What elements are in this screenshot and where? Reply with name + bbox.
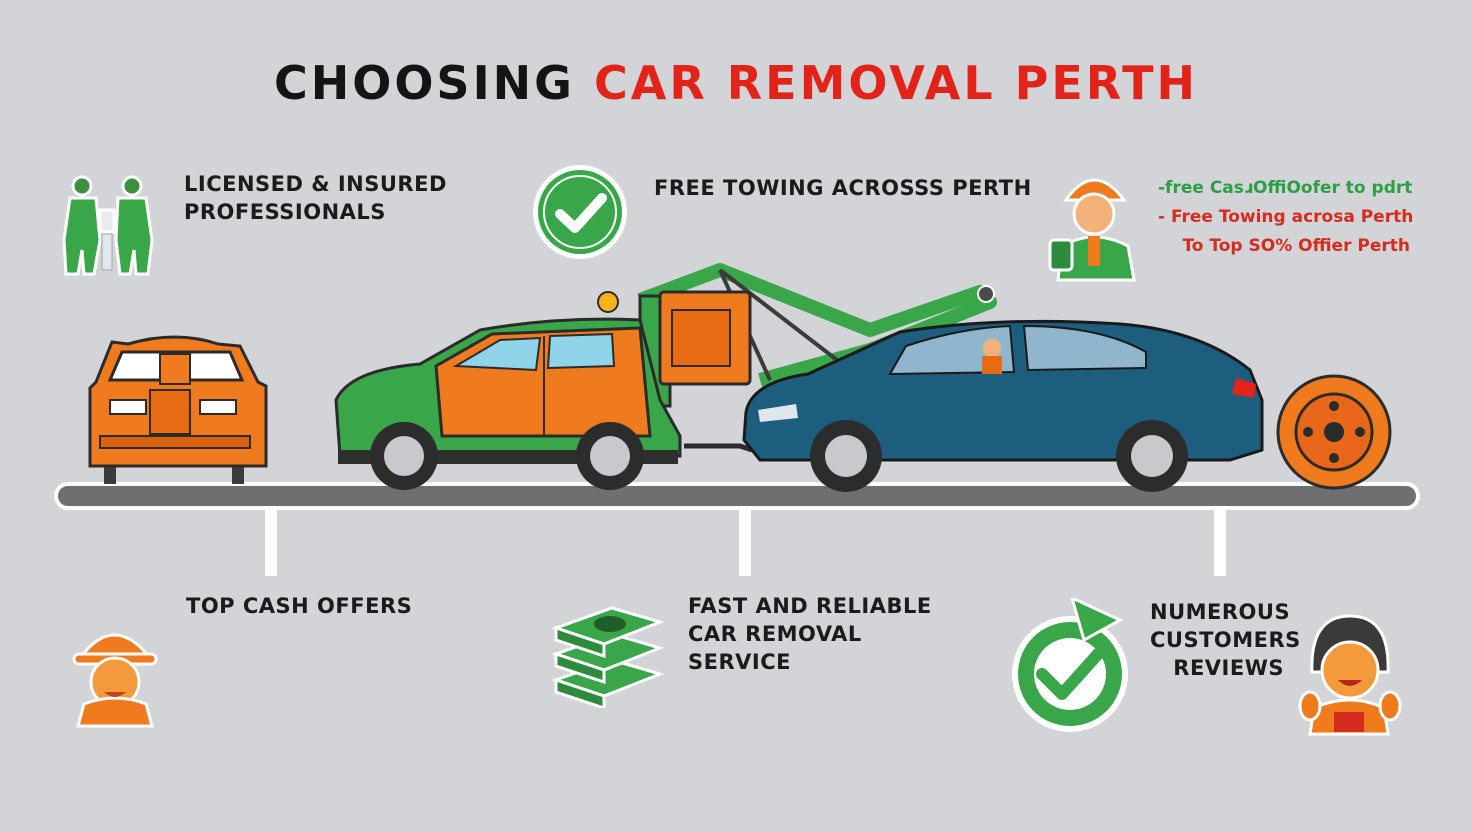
checkmark-icon <box>530 162 630 262</box>
road <box>54 482 1420 510</box>
bullet-1: -free CasɹOffiOofer to pdrt <box>1158 178 1413 198</box>
feature-licensed: LICENSED & INSURED PROFESSIONALS <box>184 172 447 224</box>
customer-icon <box>1296 612 1402 736</box>
cash-stack-icon <box>552 596 664 708</box>
road-scene <box>0 260 1472 590</box>
road-post-center <box>739 510 751 576</box>
worker-helmet-icon <box>70 618 160 728</box>
feature-free-towing: FREE TOWING ACROSSS PERTH <box>654 176 1032 200</box>
road-post-left <box>265 510 277 576</box>
page-title: CHOOSING CAR REMOVAL PERTH <box>0 56 1472 110</box>
workers-icon <box>52 170 162 280</box>
bullet-2: - Free Towing acrosa Perth <box>1158 207 1414 227</box>
orange-car-icon <box>88 335 268 484</box>
feature-fast-reliable: FAST AND RELIABLE CAR REMOVAL SERVICE <box>688 594 932 674</box>
blue-car-icon <box>742 319 1264 492</box>
wheel-icon <box>1276 374 1392 490</box>
road-post-right <box>1214 510 1226 576</box>
refresh-check-icon <box>1010 598 1138 734</box>
bullet-3: To Top SO% Offier Perth <box>1182 236 1410 256</box>
tow-truck-icon <box>334 263 997 490</box>
feature-top-cash: TOP CASH OFFERS <box>186 594 413 618</box>
title-part-2: CAR REMOVAL PERTH <box>593 56 1199 110</box>
mechanic-icon <box>1044 164 1144 282</box>
title-part-1: CHOOSING <box>273 56 575 110</box>
offer-bullets: -free CasɹOffiOofer to pdrt - Free Towin… <box>1158 174 1414 261</box>
feature-reviews: NUMEROUS CUSTOMERS REVIEWS <box>1150 600 1301 680</box>
